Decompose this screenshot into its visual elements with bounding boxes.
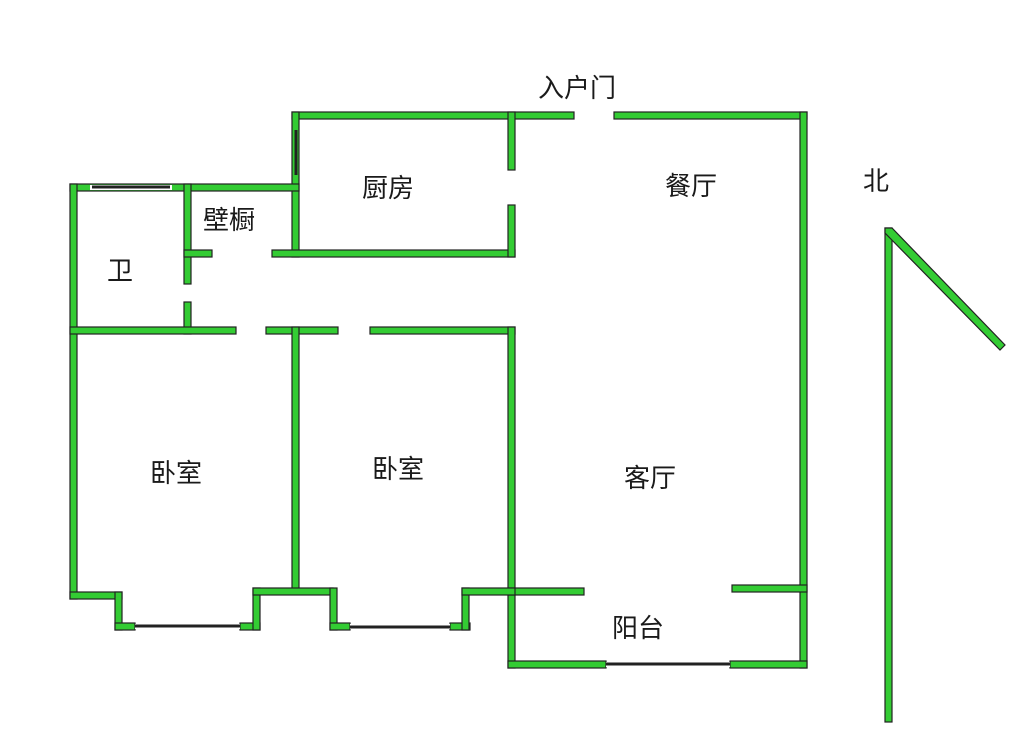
label-living-room: 客厅	[624, 464, 676, 494]
wall-living-left	[507, 326, 516, 669]
wall-balcony-bottom-right	[729, 660, 808, 669]
north-arrow-shaft	[884, 227, 893, 723]
wall-kitchen-right-top	[507, 111, 516, 171]
north-arrow-head	[884, 227, 1006, 351]
label-built-in-closet: 壁橱	[203, 206, 255, 236]
label-bedroom-middle: 卧室	[372, 455, 424, 485]
wall-bath-stub	[183, 249, 213, 258]
label-north: 北	[863, 167, 889, 197]
wall-bay1-a	[69, 591, 123, 600]
wall-balcony-bottom-left	[507, 660, 607, 669]
label-dining-room: 餐厅	[665, 172, 717, 202]
wall-top-left	[291, 111, 575, 120]
wall-kitchen-right-bottom	[507, 204, 516, 258]
label-kitchen: 厨房	[362, 174, 414, 204]
wall-bath-divider-top	[183, 183, 192, 285]
wall-bedroom-divider	[291, 326, 300, 593]
wall-bay2-f	[461, 587, 516, 596]
wall-bay2-c	[329, 622, 351, 631]
north-arrow-icon	[884, 227, 1006, 723]
label-entrance-door: 入户门	[538, 74, 616, 104]
windows	[90, 130, 730, 667]
label-bedroom-left: 卧室	[150, 459, 202, 489]
wall-bay1-c	[114, 622, 136, 631]
wall-balcony-left	[507, 587, 585, 596]
wall-bedroom-top-c	[369, 326, 516, 335]
walls	[69, 111, 808, 669]
label-balcony: 阳台	[612, 614, 664, 644]
label-bathroom: 卫	[107, 257, 133, 287]
wall-left	[69, 183, 78, 600]
wall-kitchen-bottom	[271, 249, 516, 258]
room-labels: 入户门 厨房 餐厅 壁橱 卫 卧室 卧室 客厅 阳台 北	[107, 74, 889, 644]
wall-balcony-right	[731, 584, 808, 593]
wall-top-right	[613, 111, 808, 120]
wall-bay1-f	[252, 587, 334, 596]
wall-bedroom-top-a	[69, 326, 237, 335]
wall-bedroom-top-b	[265, 326, 339, 335]
